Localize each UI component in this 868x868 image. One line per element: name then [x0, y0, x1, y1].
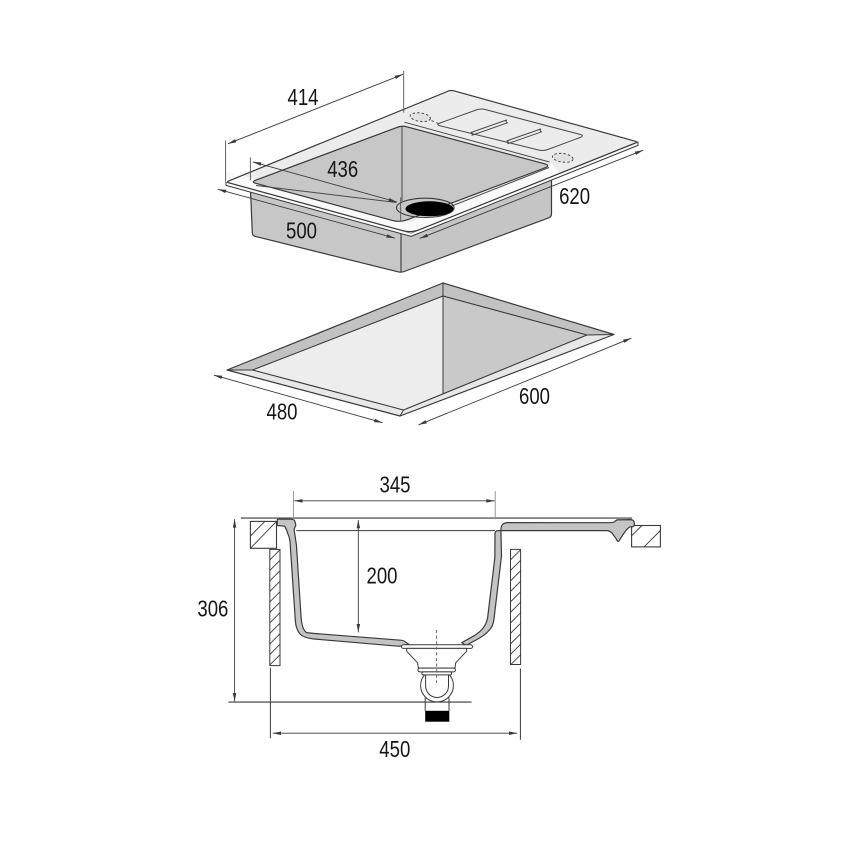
svg-text:500: 500	[286, 217, 317, 243]
svg-text:200: 200	[367, 563, 398, 589]
svg-text:345: 345	[380, 471, 411, 497]
svg-text:600: 600	[519, 383, 550, 409]
svg-text:414: 414	[288, 84, 319, 110]
svg-text:436: 436	[327, 156, 358, 182]
svg-text:306: 306	[197, 595, 228, 621]
svg-text:620: 620	[559, 183, 590, 209]
svg-text:450: 450	[379, 736, 410, 762]
svg-text:480: 480	[267, 398, 298, 424]
